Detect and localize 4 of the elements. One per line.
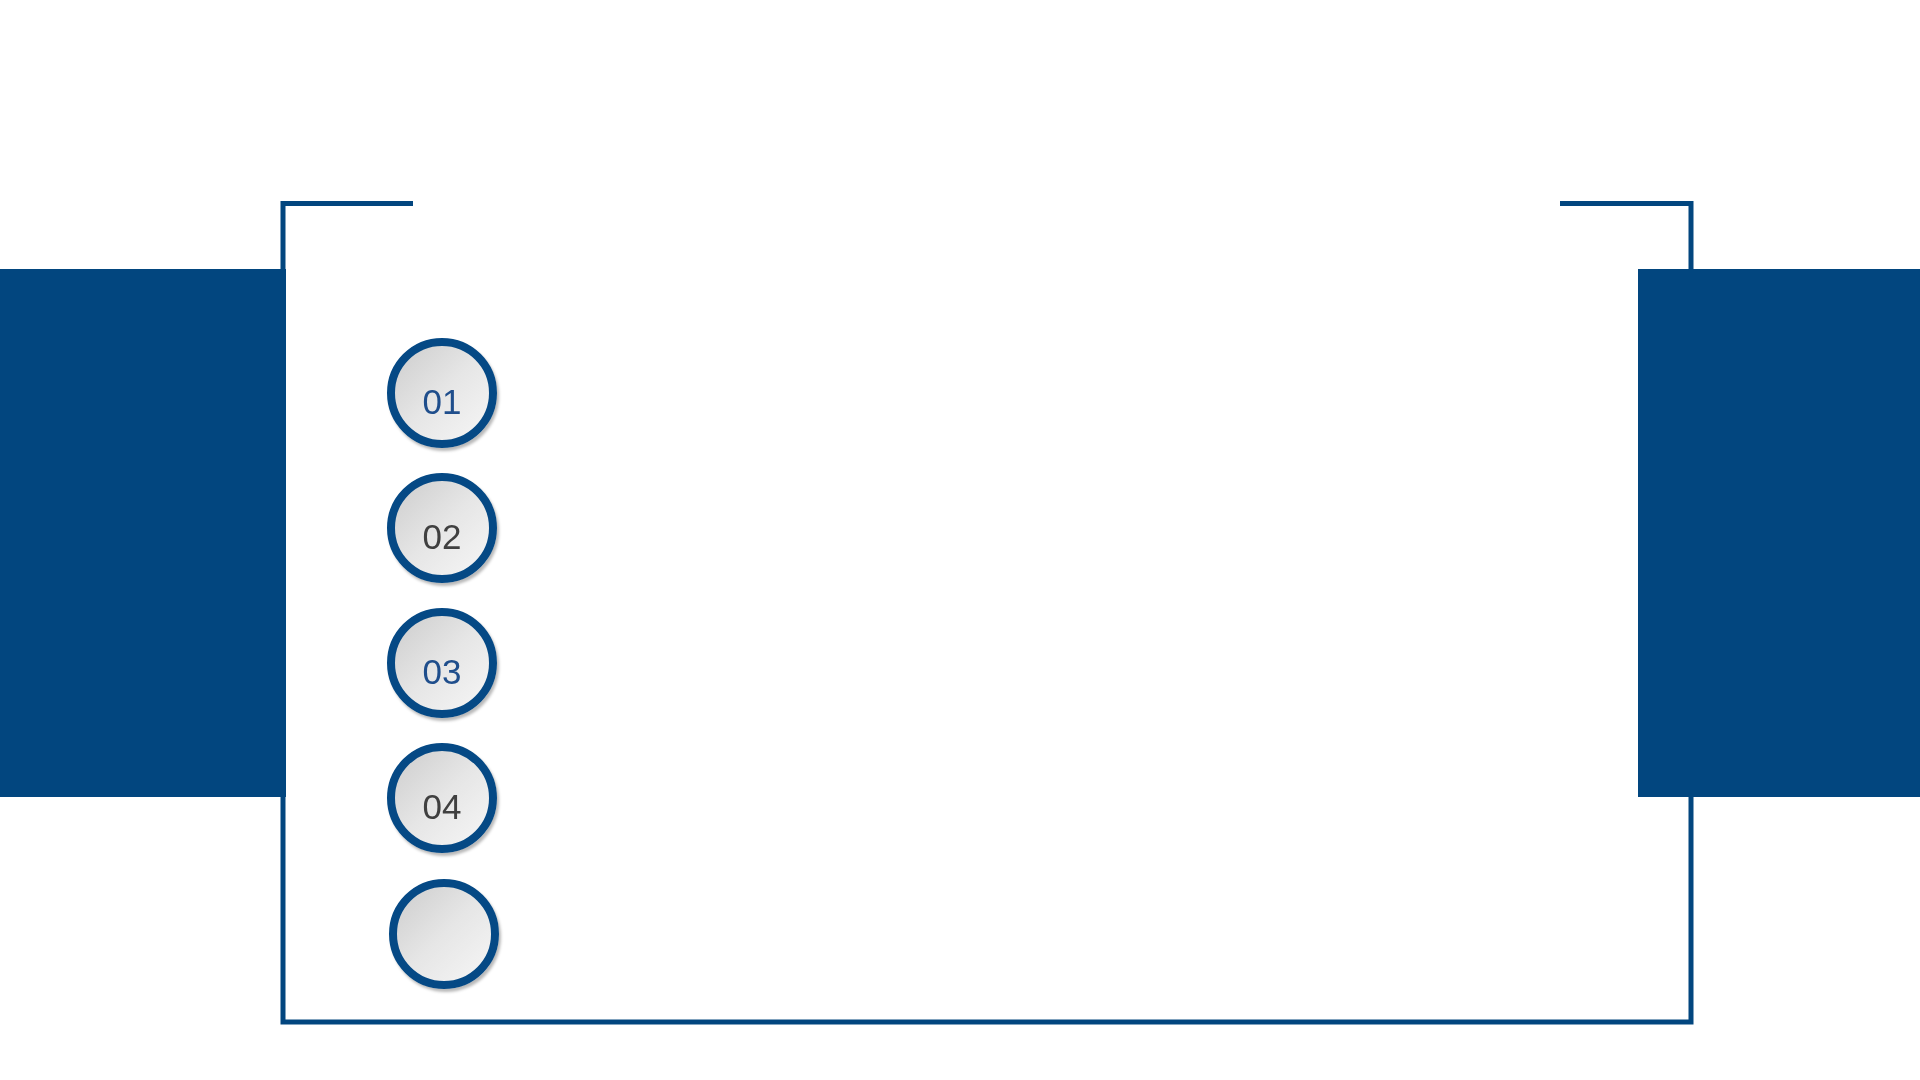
- step-number: 01: [422, 383, 462, 419]
- step-number: 02: [422, 518, 462, 554]
- step-number: 03: [422, 653, 462, 689]
- step-number: 04: [422, 788, 462, 824]
